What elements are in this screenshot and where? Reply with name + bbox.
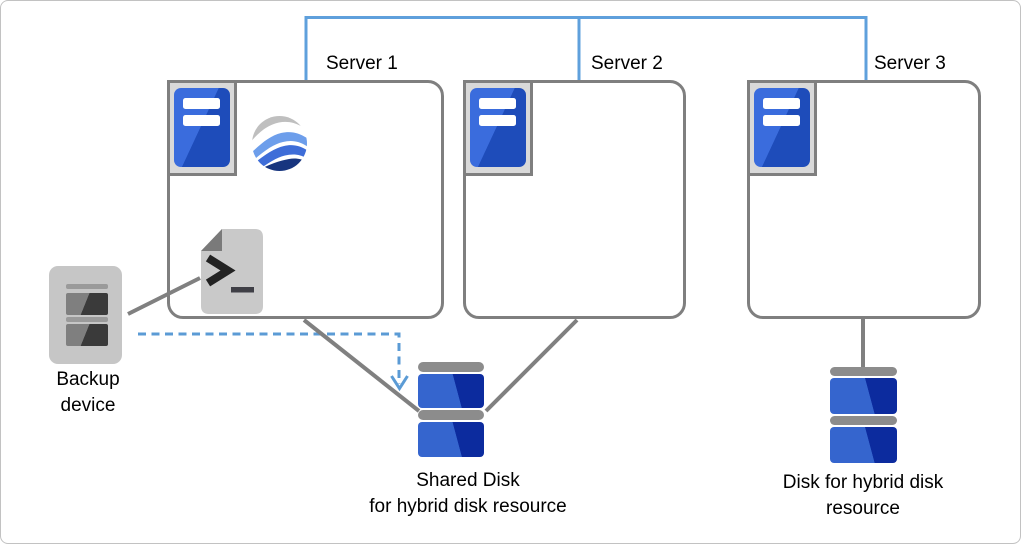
disk-cap <box>830 416 897 425</box>
server-icon-panel <box>470 88 526 167</box>
server-icon-panel <box>174 88 230 167</box>
server1-to-shared-disk-line <box>302 318 421 413</box>
server-icon-bar <box>479 98 516 109</box>
server1-label: Server 1 <box>326 53 398 74</box>
shared-disk-label: Shared Disk for hybrid disk resource <box>369 470 567 517</box>
backup-to-shared-disk-dashed-arrow <box>138 332 401 384</box>
server2-label: Server 2 <box>591 53 663 74</box>
backup-device-label: Backup device <box>56 369 120 416</box>
server1-box <box>167 80 444 319</box>
disk-cap <box>418 362 484 372</box>
backup-device-bar <box>66 284 108 289</box>
backup-device-icon <box>49 266 122 364</box>
prompt-chevron-icon <box>205 254 236 287</box>
server-icon-panel <box>754 88 810 167</box>
disk-body <box>830 378 897 414</box>
server-icon-bar <box>183 115 220 126</box>
server-icon-bar <box>183 98 220 109</box>
backup-device-slot <box>66 293 108 315</box>
disk-body <box>830 427 897 463</box>
backup-device-bar <box>66 317 108 322</box>
server2-to-shared-disk-line <box>484 318 579 413</box>
prompt-underscore-icon <box>231 287 254 293</box>
server2-box <box>463 80 686 319</box>
hybrid-disk-icon <box>830 367 897 463</box>
server-icon <box>747 80 817 176</box>
server-icon-bar <box>763 115 800 126</box>
disk-body <box>418 422 484 457</box>
hybrid-disk-label: Disk for hybrid disk resource <box>782 472 944 519</box>
server3-label: Server 3 <box>874 53 946 74</box>
shared-disk-icon <box>418 362 484 458</box>
disk-cap <box>830 367 897 376</box>
server-icon <box>463 80 533 176</box>
server-icon-bar <box>763 98 800 109</box>
disk-cap <box>418 410 484 420</box>
server3-box <box>747 80 981 319</box>
arrowhead-chevron-icon <box>390 375 409 392</box>
disk-body <box>418 374 484 408</box>
hybrid-disk-resource-icon <box>252 116 307 171</box>
backup-device-slot <box>66 324 108 346</box>
server-icon <box>167 80 237 176</box>
server-icon-bar <box>479 115 516 126</box>
terminal-file-icon <box>201 229 263 314</box>
